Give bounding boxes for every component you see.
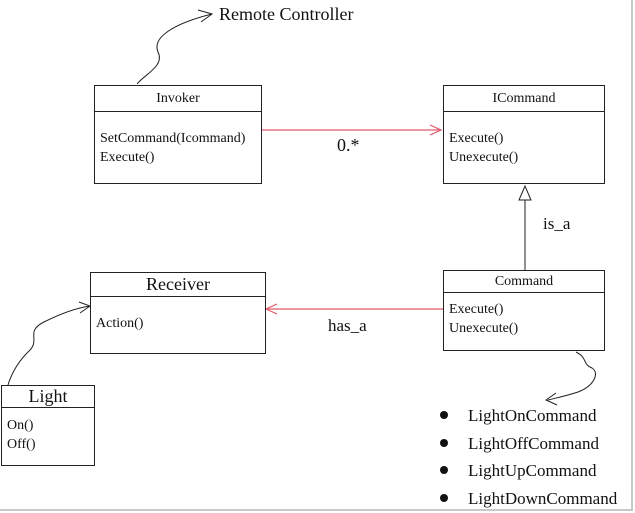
bullet-icon [440, 438, 448, 447]
invoker-methods: SetCommand(Icommand) Execute() [95, 112, 261, 171]
multiplicity-label: 0.* [337, 135, 360, 155]
command-methods: Execute() Unexecute() [444, 293, 604, 342]
receiver-class-name: Receiver [91, 273, 265, 297]
concrete-command-list: LightOnCommand LightOffCommand LightUpCo… [440, 402, 617, 512]
remote-controller-label: Remote Controller [219, 4, 354, 24]
invoker-class: Invoker SetCommand(Icommand) Execute() [94, 85, 262, 184]
light-methods: On() Off() [2, 408, 94, 458]
command-class-name: Command [444, 271, 604, 293]
method: SetCommand(Icommand) [100, 131, 246, 146]
method: Execute() [100, 150, 155, 165]
command-list-annotation-curve [547, 351, 596, 401]
command-list-annotation-arrowhead [544, 392, 558, 406]
list-item: LightOnCommand [440, 402, 617, 430]
method: On() [7, 418, 34, 433]
list-item: LightOffCommand [440, 430, 617, 458]
bullet-icon [440, 466, 448, 475]
command-receiver-arrowhead [264, 303, 278, 315]
remote-annotation-arrowhead [197, 9, 214, 23]
list-item-label: LightUpCommand [468, 461, 597, 480]
method: Off() [7, 437, 36, 452]
list-item-label: LightOnCommand [468, 406, 597, 425]
icommand-interface: ICommand Execute() Unexecute() [443, 85, 605, 184]
list-item-label: LightOffCommand [468, 433, 599, 453]
method: Execute() [449, 302, 504, 317]
is-a-label: is_a [543, 214, 571, 233]
receiver-methods: Action() [91, 297, 265, 337]
method: Execute() [449, 131, 504, 146]
invoker-class-name: Invoker [95, 86, 261, 112]
light-class: Light On() Off() [1, 385, 95, 466]
has-a-label: has_a [328, 316, 367, 335]
list-item: LightDownCommand [440, 485, 617, 513]
generalization-triangle [518, 184, 532, 201]
light-annotation-curve [7, 305, 91, 386]
receiver-class: Receiver Action() [90, 272, 266, 354]
bullet-icon [440, 493, 448, 502]
icommand-methods: Execute() Unexecute() [444, 112, 604, 171]
light-class-name: Light [2, 386, 94, 408]
bullet-icon [440, 411, 448, 420]
command-class: Command Execute() Unexecute() [443, 270, 605, 351]
remote-annotation-curve [136, 13, 213, 85]
invoker-icommand-arrowhead [429, 124, 443, 136]
list-item-label: LightDownCommand [468, 488, 618, 508]
icommand-interface-name: ICommand [444, 86, 604, 112]
method: Unexecute() [449, 321, 519, 336]
method: Action() [96, 316, 144, 331]
list-item: LightUpCommand [440, 457, 617, 485]
method: Unexecute() [449, 150, 519, 165]
